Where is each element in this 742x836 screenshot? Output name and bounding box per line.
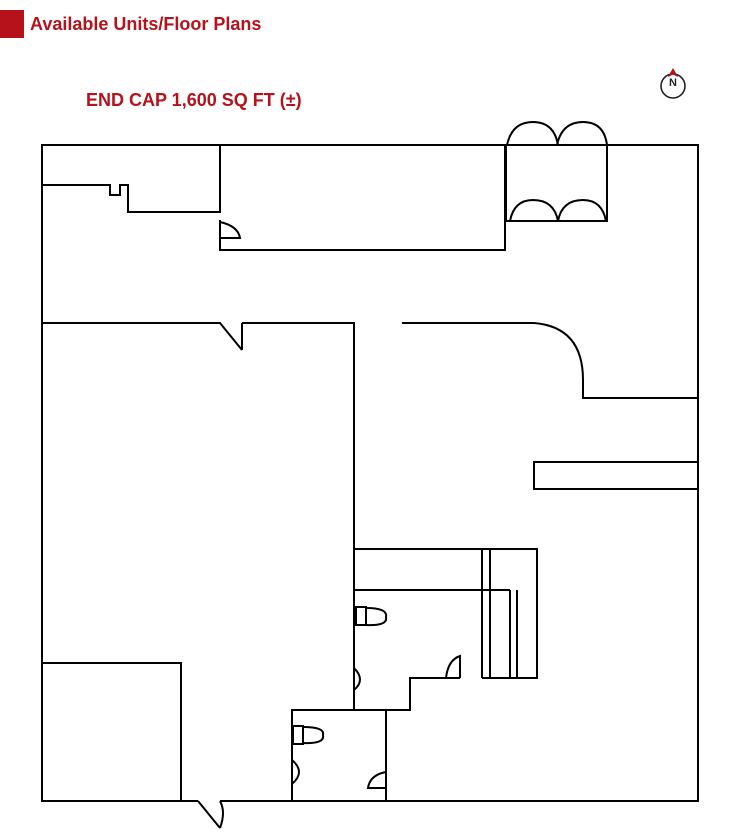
outer-walls: [41, 144, 699, 802]
north-compass-icon: N: [657, 66, 689, 102]
counter: [533, 461, 699, 490]
door-swing-icon: [366, 771, 387, 789]
restroom-block: [291, 548, 538, 801]
room-bottom-left: [42, 662, 182, 801]
toilet-icon: [355, 606, 388, 627]
entry-door: [197, 800, 224, 829]
door-swing-icon: [445, 654, 461, 679]
double-door-icon: [505, 120, 608, 222]
door-swing-icon: [353, 667, 361, 691]
section-marker: [0, 10, 24, 38]
section-header: Available Units/Floor Plans: [0, 10, 261, 38]
room-large-left: [42, 322, 355, 710]
door-swing-icon: [219, 221, 242, 239]
toilet-icon: [292, 725, 325, 745]
section-title: Available Units/Floor Plans: [30, 13, 262, 34]
compass-letter: N: [669, 77, 677, 89]
door-swing-icon: [291, 759, 300, 785]
room-top-left: [42, 145, 506, 251]
floor-plan-title: END CAP 1,600 SQ FT (±): [86, 90, 302, 110]
corridor-wall: [402, 322, 698, 399]
